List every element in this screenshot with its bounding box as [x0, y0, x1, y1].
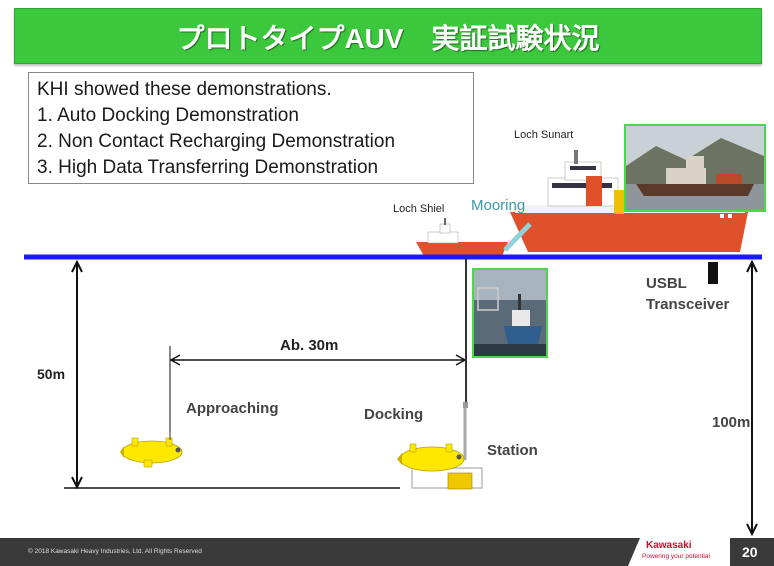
logo-tagline: Powering your potential [642, 553, 710, 560]
mooring-line [503, 222, 532, 252]
distance-arrow-30m [169, 346, 467, 440]
label-loch-sunart: Loch Sunart [514, 129, 574, 141]
auv-docking-icon [397, 443, 483, 490]
depth-arrow-100m [746, 259, 758, 537]
page-number: 20 [742, 544, 758, 560]
label-depth-100m: 100m [712, 414, 751, 431]
label-station: Station [487, 442, 538, 459]
demonstrations-heading: KHI showed these demonstrations. [37, 79, 332, 100]
label-distance-30m: Ab. 30m [280, 337, 339, 354]
label-approaching: Approaching [186, 400, 279, 417]
label-loch-shiel: Loch Shiel [393, 203, 445, 215]
vessel-photo-image [626, 126, 764, 210]
logo-brand-name: Kawasaki [646, 540, 692, 551]
slide-title: プロトタイプAUV 実証試験状況 [176, 23, 600, 54]
usbl-transceiver-icon [708, 262, 718, 284]
auv-approaching-icon [120, 432, 183, 468]
photo-support-vessel [624, 124, 766, 212]
kawasaki-logo: Kawasaki Powering your potential [628, 538, 730, 566]
ship-loch-shiel [416, 218, 508, 256]
label-docking: Docking [364, 406, 424, 423]
label-depth-50m: 50m [37, 366, 66, 382]
title-bar: プロトタイプAUV 実証試験状況 [14, 8, 762, 64]
demonstration-item-2: 2. Non Contact Recharging Demonstration [37, 131, 396, 152]
station-photo-image [474, 270, 546, 356]
copyright-text: © 2018 Kawasaki Heavy Industries, Ltd. A… [28, 548, 202, 555]
label-mooring: Mooring [471, 197, 526, 214]
footer-bar: © 2018 Kawasaki Heavy Industries, Ltd. A… [0, 538, 774, 566]
depth-arrow-50m [64, 259, 400, 490]
demonstrations-box: KHI showed these demonstrations. 1. Auto… [28, 72, 474, 184]
label-usbl: USBL [646, 275, 687, 292]
demonstration-item-1: 1. Auto Docking Demonstration [37, 105, 299, 126]
demonstration-item-3: 3. High Data Transferring Demonstration [37, 157, 379, 178]
label-transceiver: Transceiver [646, 296, 730, 313]
photo-docking-station [472, 268, 548, 358]
deployment-diagram [24, 150, 762, 537]
